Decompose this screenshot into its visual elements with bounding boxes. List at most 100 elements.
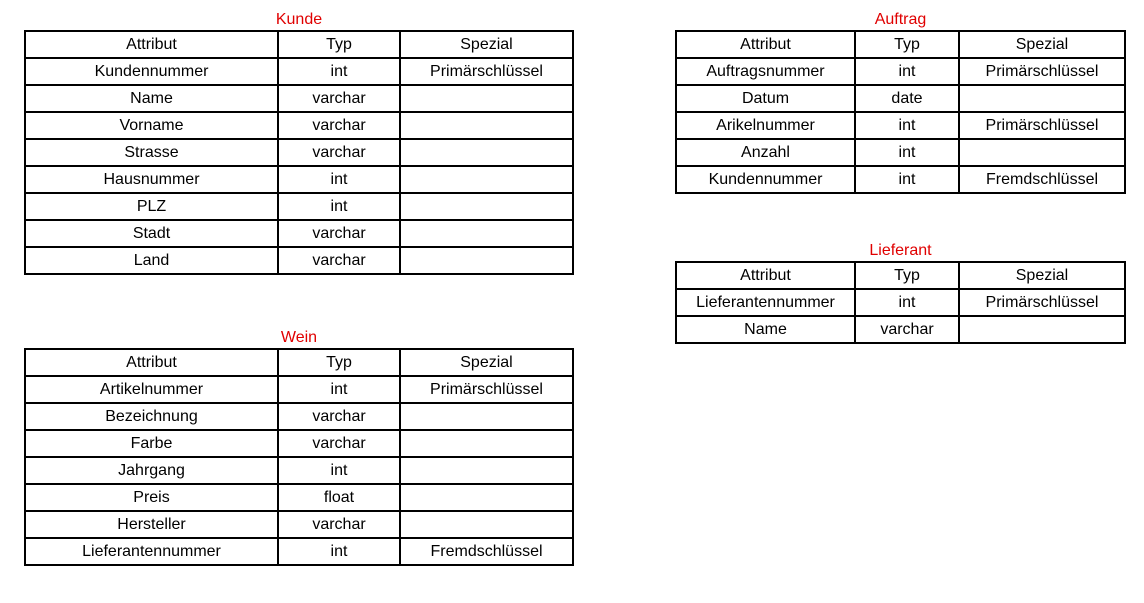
cell-spezial (399, 138, 574, 167)
cell-spezial (399, 246, 574, 275)
cell-attribut: Stadt (24, 219, 279, 248)
cell-typ: int (277, 456, 401, 485)
cell-attribut: Strasse (24, 138, 279, 167)
table-title: Auftrag (874, 11, 927, 28)
cell-typ: date (854, 84, 960, 113)
table-title: Wein (280, 329, 318, 346)
cell-attribut: Artikelnummer (24, 375, 279, 404)
cell-attribut: Kundennummer (24, 57, 279, 86)
cell-spezial (958, 138, 1126, 167)
table-title: Lieferant (869, 242, 932, 259)
cell-typ: int (854, 111, 960, 140)
cell-spezial (958, 315, 1126, 344)
cell-attribut: Land (24, 246, 279, 275)
column-header-attribut: Attribut (24, 30, 279, 59)
cell-spezial (399, 192, 574, 221)
cell-typ: varchar (277, 219, 401, 248)
cell-attribut: Lieferantennummer (24, 537, 279, 566)
cell-attribut: Name (675, 315, 856, 344)
cell-spezial: Primärschlüssel (958, 57, 1126, 86)
cell-typ: varchar (277, 429, 401, 458)
cell-spezial: Fremdschlüssel (399, 537, 574, 566)
cell-spezial: Primärschlüssel (399, 57, 574, 86)
cell-typ: varchar (277, 402, 401, 431)
cell-attribut: Hersteller (24, 510, 279, 539)
cell-spezial (399, 84, 574, 113)
cell-spezial: Primärschlüssel (399, 375, 574, 404)
cell-attribut: Datum (675, 84, 856, 113)
cell-typ: int (277, 57, 401, 86)
column-header-attribut: Attribut (675, 261, 856, 290)
cell-attribut: Jahrgang (24, 456, 279, 485)
cell-spezial (958, 84, 1126, 113)
cell-attribut: Auftragsnummer (675, 57, 856, 86)
cell-spezial (399, 111, 574, 140)
cell-attribut: PLZ (24, 192, 279, 221)
cell-spezial (399, 219, 574, 248)
cell-attribut: Anzahl (675, 138, 856, 167)
cell-typ: varchar (854, 315, 960, 344)
cell-attribut: Bezeichnung (24, 402, 279, 431)
cell-attribut: Kundennummer (675, 165, 856, 194)
cell-typ: int (277, 165, 401, 194)
cell-spezial (399, 165, 574, 194)
cell-typ: varchar (277, 510, 401, 539)
cell-typ: int (854, 165, 960, 194)
cell-typ: varchar (277, 84, 401, 113)
cell-typ: varchar (277, 111, 401, 140)
cell-attribut: Lieferantennummer (675, 288, 856, 317)
column-header-attribut: Attribut (24, 348, 279, 377)
cell-spezial (399, 483, 574, 512)
cell-typ: varchar (277, 138, 401, 167)
column-header-typ: Typ (854, 261, 960, 290)
cell-spezial (399, 456, 574, 485)
cell-typ: varchar (277, 246, 401, 275)
cell-attribut: Preis (24, 483, 279, 512)
column-header-typ: Typ (854, 30, 960, 59)
cell-typ: int (854, 138, 960, 167)
cell-spezial (399, 402, 574, 431)
cell-typ: int (277, 537, 401, 566)
column-header-typ: Typ (277, 30, 401, 59)
cell-typ: int (277, 192, 401, 221)
cell-spezial (399, 429, 574, 458)
column-header-spezial: Spezial (958, 261, 1126, 290)
cell-spezial (399, 510, 574, 539)
cell-typ: int (854, 57, 960, 86)
cell-spezial: Fremdschlüssel (958, 165, 1126, 194)
cell-typ: int (854, 288, 960, 317)
column-header-spezial: Spezial (399, 348, 574, 377)
cell-spezial: Primärschlüssel (958, 111, 1126, 140)
